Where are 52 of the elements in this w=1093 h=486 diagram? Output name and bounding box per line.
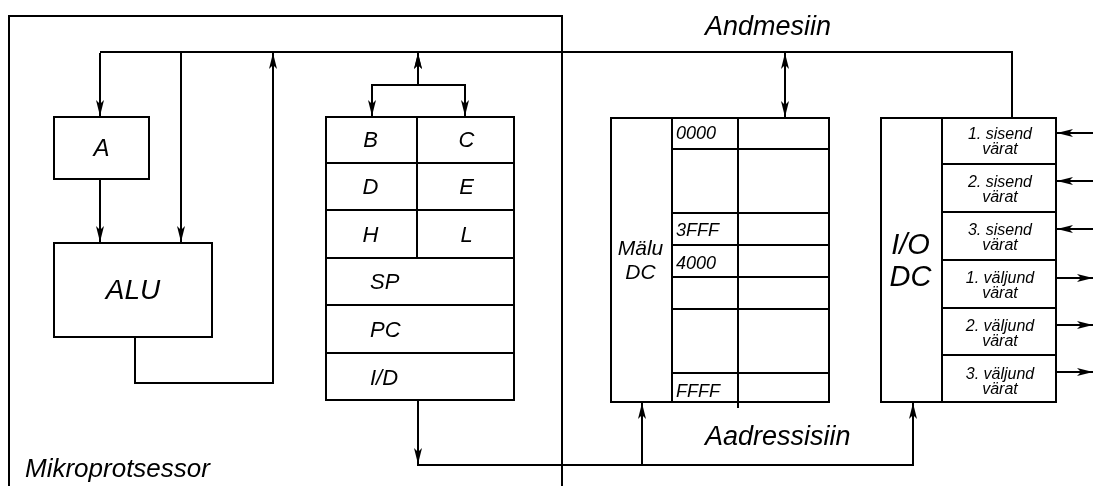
register-name: 1. sisend värat — [966, 124, 1034, 156]
register-block — [325, 116, 515, 401]
arrow — [1056, 321, 1093, 329]
block-title: Mikroprotsessor — [25, 453, 210, 483]
arrow — [1056, 177, 1093, 185]
arrow — [134, 52, 277, 384]
arrow — [1056, 368, 1093, 376]
address-bus-line — [417, 464, 914, 466]
register-name: PC — [370, 315, 401, 344]
arrow — [96, 52, 104, 117]
register-box — [53, 116, 150, 180]
address-label: 3FFF — [676, 219, 719, 241]
address-label: 4000 — [676, 252, 717, 274]
register-name: 2. sisend värat — [966, 172, 1034, 204]
register-name: ALU — [105, 273, 161, 307]
register-cell — [325, 211, 418, 259]
arrow — [781, 52, 789, 118]
address-label: 0000 — [676, 122, 717, 144]
address-label: FFFF — [676, 380, 720, 402]
arrow — [909, 402, 917, 465]
register-name: 1. väljund värat — [964, 268, 1036, 300]
arrow — [1056, 274, 1093, 282]
register-name: D — [362, 173, 379, 201]
bus-label: Aadressisiin — [705, 420, 851, 452]
arrow — [638, 402, 646, 465]
arrow — [414, 400, 422, 465]
register-name: L — [460, 220, 473, 249]
register-name: 2. väljund värat — [964, 315, 1036, 348]
bus-label: Andmesiin — [705, 10, 832, 42]
register-name: 3. väljund värat — [964, 363, 1036, 396]
register-name: I/D — [370, 364, 399, 392]
arrow — [1056, 129, 1093, 137]
register-name: B — [363, 125, 378, 154]
arrow — [177, 52, 185, 243]
arrow — [1056, 225, 1093, 233]
register-cell — [325, 164, 418, 211]
arrow — [414, 52, 469, 117]
register-name: H — [362, 220, 379, 249]
register-cell — [325, 116, 418, 164]
microprocessor-frame — [8, 15, 563, 486]
register-name: C — [458, 125, 475, 154]
connector-line — [1011, 52, 1013, 118]
data-bus-line — [100, 51, 1013, 53]
register-name: 3. sisend värat — [966, 220, 1034, 252]
io-block — [880, 117, 1057, 403]
block-label: Mälu DC — [616, 236, 665, 284]
block-label: I/O DC — [888, 228, 933, 292]
register-name: SP — [370, 268, 400, 296]
alu-box — [53, 242, 213, 338]
arrow — [96, 179, 104, 243]
register-name: E — [459, 173, 474, 201]
register-name: A — [93, 133, 110, 163]
